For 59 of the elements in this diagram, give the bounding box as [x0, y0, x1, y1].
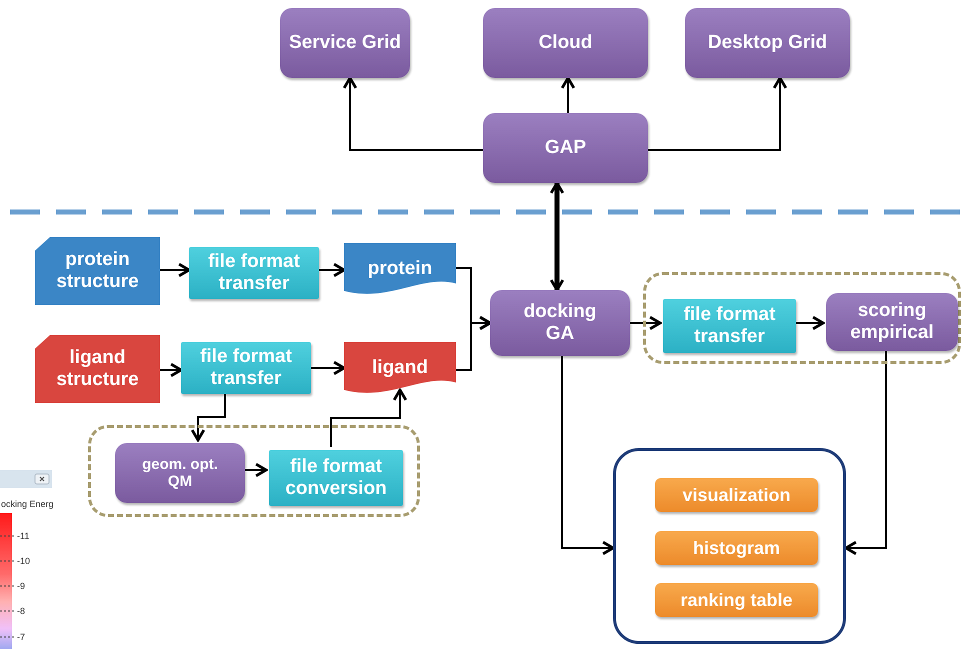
process-box — [115, 443, 245, 503]
scale-tick-label: -11 — [17, 531, 30, 541]
arrow — [630, 316, 662, 330]
group-frame — [643, 272, 961, 364]
process-box — [483, 113, 648, 183]
scale-tick-label: -10 — [17, 556, 30, 566]
arrow — [319, 262, 346, 278]
arrow — [456, 316, 492, 371]
scale-title: ocking Energ — [1, 499, 54, 509]
arrow — [311, 360, 346, 376]
data-card-shape — [35, 237, 160, 305]
document-shape — [344, 342, 456, 394]
process-box — [269, 450, 403, 506]
node-label: protein structure — [55, 249, 140, 293]
result-item-box — [655, 478, 818, 512]
process-box — [826, 293, 958, 351]
process-box — [490, 290, 630, 356]
node-label: protein — [366, 258, 434, 280]
arrow — [330, 388, 408, 447]
node-label: ligand structure — [55, 347, 140, 391]
process-box — [280, 8, 410, 78]
arrow — [648, 76, 788, 151]
arrow — [160, 362, 182, 378]
process-box — [181, 342, 311, 394]
node-label: Desktop Grid — [706, 32, 828, 54]
node-label: Cloud — [538, 32, 594, 54]
scale-tick-label: -8 — [17, 606, 26, 616]
process-box — [663, 299, 796, 353]
node-label: GAP — [544, 137, 588, 159]
scale-tick-label: -9 — [17, 581, 26, 591]
scale-tick-label: -7 — [17, 632, 26, 642]
process-box — [685, 8, 850, 78]
group-frame — [613, 448, 846, 644]
node-label: geom. opt. QM — [141, 456, 219, 490]
node-label: scoring empirical — [849, 300, 935, 344]
arrow — [560, 76, 576, 113]
process-box — [189, 247, 319, 299]
node-label: docking GA — [522, 301, 598, 345]
document-shape — [344, 243, 456, 295]
arrow — [342, 76, 483, 151]
node-label: histogram — [692, 538, 781, 558]
node-label: visualization — [681, 484, 792, 506]
node-label: Service Grid — [288, 32, 402, 54]
arrow — [844, 348, 887, 556]
result-item-box — [655, 531, 818, 565]
process-box — [483, 8, 648, 78]
arrow — [190, 394, 226, 442]
node-label: file format transfer — [682, 304, 776, 348]
node-label: ligand — [371, 357, 429, 379]
node-label: file format transfer — [199, 346, 293, 390]
node-label: ranking table — [679, 590, 794, 610]
node-label: file format conversion — [284, 456, 388, 500]
group-frame — [88, 425, 420, 517]
arrow — [561, 356, 614, 556]
data-card-shape — [35, 335, 160, 403]
arrow — [550, 182, 564, 292]
arrow — [160, 262, 190, 278]
result-item-box — [655, 583, 818, 617]
node-label: file format transfer — [207, 251, 301, 295]
